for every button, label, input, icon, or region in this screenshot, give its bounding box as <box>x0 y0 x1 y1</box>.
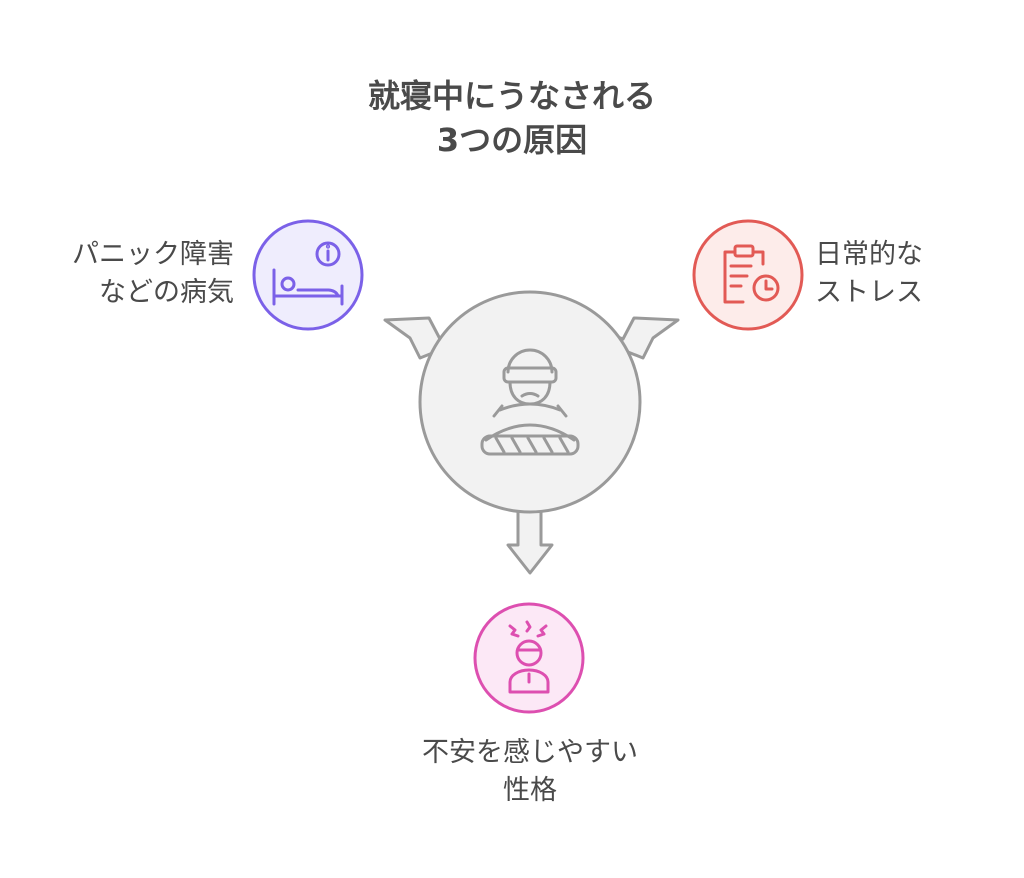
node-left-line-1: パニック障害 <box>72 239 234 270</box>
node-bottom-label: 不安を感じやすい 性格 <box>0 734 1024 810</box>
title-line-2: 3つの原因 <box>436 121 588 159</box>
node-bottom-circle <box>473 602 585 714</box>
node-left-circle <box>252 219 364 331</box>
arrow-down <box>506 508 554 575</box>
blindfolded-bound-person-icon <box>480 348 580 456</box>
node-right-line-1: 日常的な <box>815 239 923 270</box>
node-right-label: 日常的な ストレス <box>815 236 923 312</box>
center-circle <box>418 290 642 514</box>
node-bottom-line-1: 不安を感じやすい <box>422 737 638 768</box>
node-right-line-2: ストレス <box>815 277 923 308</box>
title-line-1: 就寝中にうなされる <box>367 77 656 115</box>
diagram-title: 就寝中にうなされる 3つの原因 <box>0 74 1024 162</box>
node-bottom-line-2: 性格 <box>503 775 557 806</box>
node-left-line-2: などの病気 <box>99 277 234 308</box>
sleeping-person-info-icon <box>272 241 344 306</box>
node-left-label: パニック障害 などの病気 <box>72 236 234 312</box>
stressed-person-icon <box>508 620 550 694</box>
clipboard-clock-icon <box>723 244 780 304</box>
